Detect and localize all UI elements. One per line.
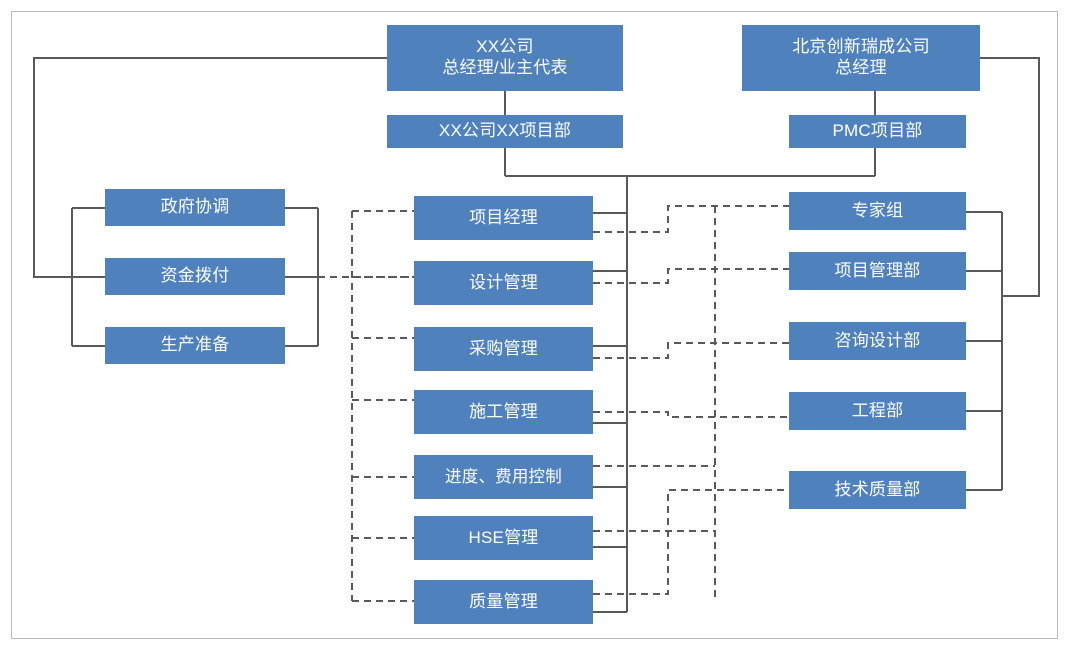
node-owner-project-dept-label: XX公司XX项目部 — [438, 121, 572, 141]
node-expert-group[interactable]: 专家组 — [789, 192, 966, 230]
node-owner-gm[interactable]: XX公司 总经理/业主代表 — [387, 25, 623, 91]
node-procurement-management[interactable]: 采购管理 — [414, 327, 593, 371]
node-project-management-dept[interactable]: 项目管理部 — [789, 252, 966, 290]
node-schedule-cost-control[interactable]: 进度、费用控制 — [414, 455, 593, 499]
node-pmc-gm[interactable]: 北京创新瑞成公司 总经理 — [742, 25, 980, 91]
node-hse-management-label: HSE管理 — [468, 527, 539, 547]
node-construction-management-label: 施工管理 — [469, 401, 538, 421]
node-gov-coordination[interactable]: 政府协调 — [105, 189, 285, 226]
node-owner-gm-line-2: 总经理/业主代表 — [442, 58, 568, 77]
node-pmc-project-dept-label: PMC项目部 — [832, 121, 923, 141]
node-engineering-dept[interactable]: 工程部 — [789, 392, 966, 430]
node-gov-coordination-label: 政府协调 — [160, 197, 230, 217]
node-project-management-dept-label: 项目管理部 — [834, 260, 921, 280]
node-design-management[interactable]: 设计管理 — [414, 261, 593, 305]
node-pmc-gm-line-1: 北京创新瑞成公司 — [792, 37, 930, 57]
node-pmc-gm-line-2: 总经理 — [835, 58, 887, 77]
node-design-management-label: 设计管理 — [469, 272, 538, 292]
node-fund-allocation-label: 资金拨付 — [160, 266, 230, 286]
node-consulting-design-dept[interactable]: 咨询设计部 — [789, 322, 966, 360]
node-engineering-dept-label: 工程部 — [851, 400, 904, 420]
node-production-prep[interactable]: 生产准备 — [105, 327, 285, 364]
node-construction-management[interactable]: 施工管理 — [414, 390, 593, 434]
node-consulting-design-dept-label: 咨询设计部 — [834, 330, 921, 350]
node-production-prep-label: 生产准备 — [160, 335, 230, 355]
node-pmc-project-dept[interactable]: PMC项目部 — [789, 115, 966, 148]
node-quality-management[interactable]: 质量管理 — [414, 580, 593, 624]
node-project-manager[interactable]: 项目经理 — [414, 196, 593, 240]
node-procurement-management-label: 采购管理 — [469, 338, 538, 358]
node-technical-quality-dept-label: 技术质量部 — [834, 479, 921, 499]
node-expert-group-label: 专家组 — [851, 200, 904, 220]
node-owner-project-dept[interactable]: XX公司XX项目部 — [387, 115, 623, 148]
node-hse-management[interactable]: HSE管理 — [414, 516, 593, 560]
node-owner-gm-line-1: XX公司 — [476, 37, 534, 57]
node-project-manager-label: 项目经理 — [469, 207, 538, 227]
node-quality-management-label: 质量管理 — [469, 591, 538, 611]
node-technical-quality-dept[interactable]: 技术质量部 — [789, 471, 966, 509]
node-fund-allocation[interactable]: 资金拨付 — [105, 258, 285, 295]
node-schedule-cost-control-label: 进度、费用控制 — [445, 467, 562, 486]
